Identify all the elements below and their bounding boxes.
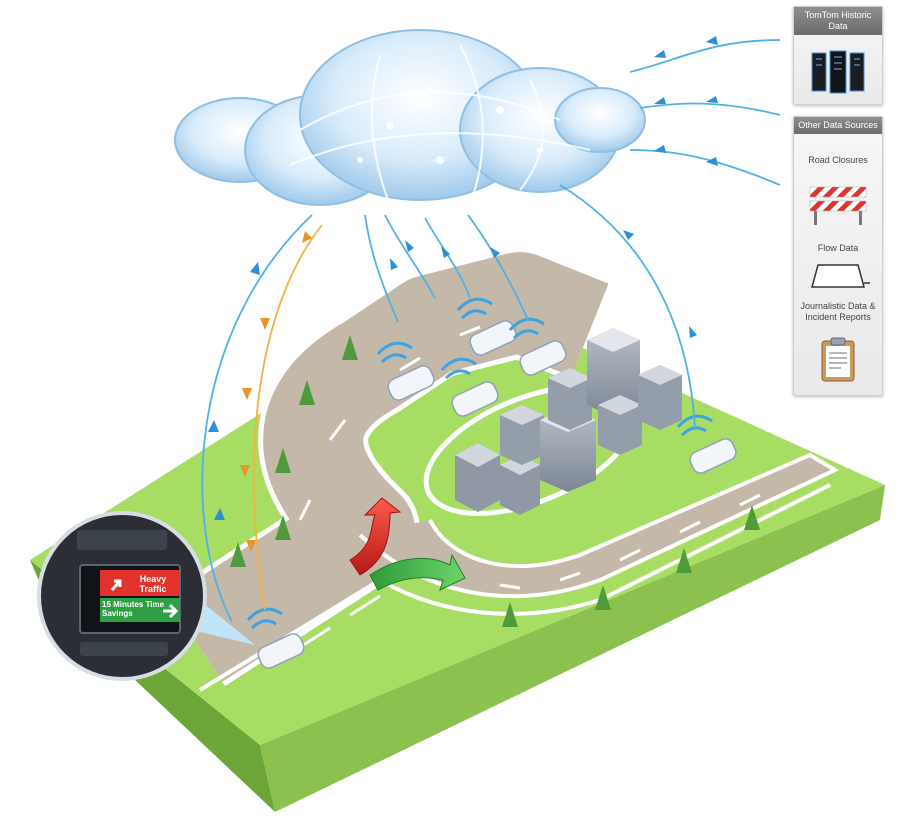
wifi-icon <box>376 341 413 364</box>
arrow-up-right-icon <box>110 579 122 591</box>
upload-arrow-heads <box>208 36 718 520</box>
recommended-route-arrow <box>369 553 466 591</box>
car <box>469 320 517 356</box>
server-rack-icon <box>811 50 865 94</box>
road-closures-label: Road Closures <box>808 155 868 165</box>
cloud-icon <box>174 29 646 206</box>
wifi-icon <box>440 357 477 380</box>
wifi-icon <box>508 317 545 340</box>
journalistic-data-label: Journalistic Data & Incident Reports <box>800 301 876 322</box>
building <box>638 365 682 430</box>
heavy-traffic-alert <box>100 570 180 596</box>
download-data-arrows <box>253 224 323 611</box>
car <box>387 365 435 401</box>
tree <box>676 548 692 573</box>
tree <box>342 335 358 360</box>
tree <box>595 585 611 610</box>
car <box>257 633 305 669</box>
building <box>587 328 640 417</box>
historic-data-panel: TomTom Historic Data <box>793 6 883 105</box>
wifi-icon <box>456 297 493 320</box>
other-sources-title: Other Data Sources <box>794 117 882 134</box>
other-data-sources-panel: Other Data Sources Road Closures Flow Da… <box>793 116 883 396</box>
upload-data-arrows <box>201 39 781 623</box>
flow-data-icon <box>811 264 870 288</box>
roadblock-barrier-icon <box>809 186 867 225</box>
time-savings-text: 15 Minutes Time Savings <box>102 600 165 618</box>
car <box>451 381 499 417</box>
arrow-right-icon <box>163 603 179 619</box>
historic-data-title: TomTom Historic Data <box>794 7 882 35</box>
building <box>500 455 540 515</box>
building <box>455 443 500 512</box>
heavy-traffic-text: Heavy Traffic <box>139 574 167 594</box>
download-arrow-heads <box>240 231 312 552</box>
tree <box>275 515 291 540</box>
trees <box>230 335 760 627</box>
tree <box>230 542 246 567</box>
car <box>519 340 567 376</box>
city-buildings <box>455 328 682 515</box>
building <box>548 368 592 430</box>
tree <box>299 380 315 405</box>
building <box>500 405 544 465</box>
tree <box>502 602 518 627</box>
flow-data-label: Flow Data <box>817 243 859 253</box>
clipboard-icon <box>821 337 855 382</box>
building <box>598 395 642 455</box>
nav-screen-callout <box>37 511 255 681</box>
tree <box>275 448 291 473</box>
cars <box>257 320 737 669</box>
car <box>689 438 737 474</box>
blocked-route-arrow <box>349 497 402 576</box>
tree <box>744 505 760 530</box>
